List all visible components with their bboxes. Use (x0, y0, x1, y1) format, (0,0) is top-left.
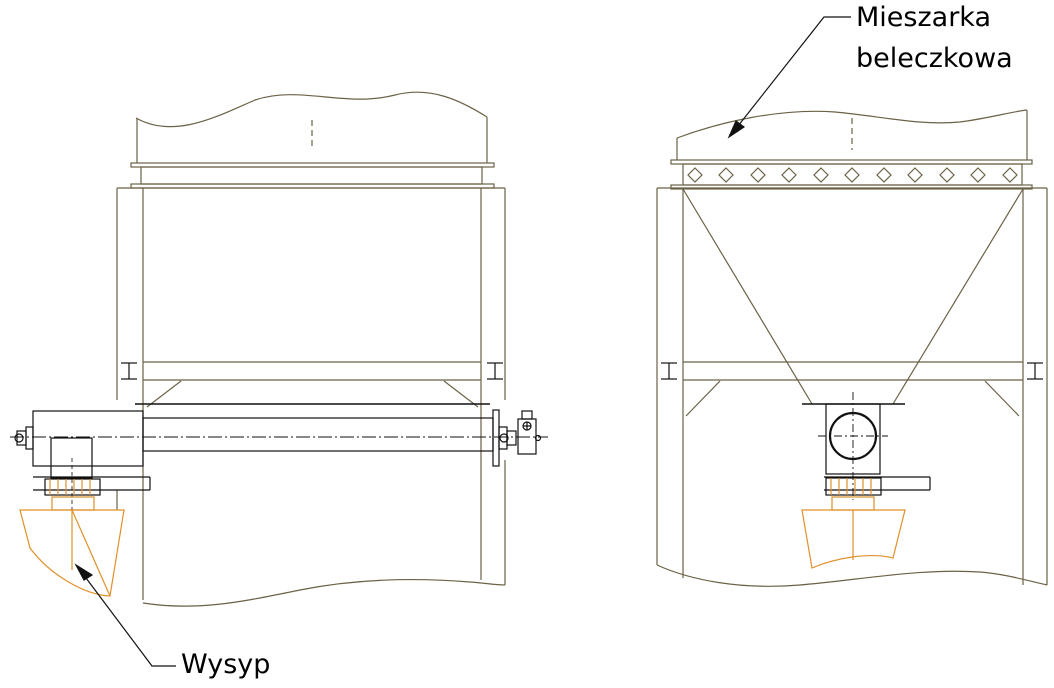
side-view (10, 91, 548, 667)
mieszarka-leader (727, 16, 851, 139)
wysyp-leader (74, 563, 176, 667)
front-screw-housing (802, 392, 931, 500)
side-frame (116, 187, 506, 607)
front-outlet-flange (825, 477, 882, 496)
front-discharge-chute (801, 496, 906, 569)
front-view (656, 16, 1048, 587)
side-discharge-chute (19, 496, 125, 597)
front-mixer-top (670, 109, 1033, 190)
outlet-label: Wysyp (181, 649, 271, 680)
front-frame (656, 187, 1048, 587)
hopper (682, 188, 1024, 405)
mixer-beams (687, 167, 1018, 183)
side-beam-right (487, 362, 503, 380)
side-beam-left (121, 362, 137, 380)
mixer-label-line-2: beleczkowa (856, 43, 1013, 74)
screw-conveyor (10, 403, 548, 467)
side-mixer-top (130, 91, 495, 189)
front-beam-right (1027, 362, 1043, 380)
side-outlet-neck (33, 437, 151, 491)
mixer-label-line-1: Mieszarka (856, 2, 991, 33)
side-outlet-flange (44, 458, 101, 512)
front-beam-left (661, 362, 677, 380)
